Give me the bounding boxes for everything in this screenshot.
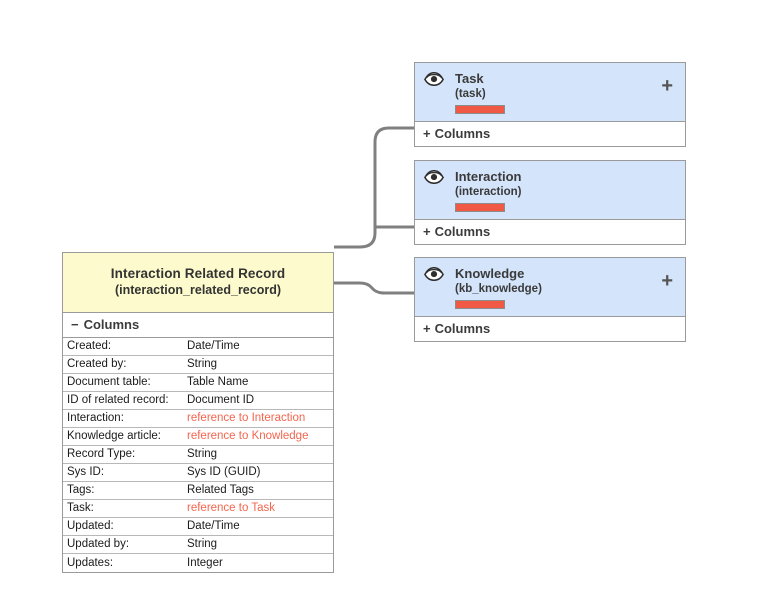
- column-type: Integer: [187, 556, 223, 569]
- card-subtitle: (kb_knowledge): [455, 283, 542, 295]
- column-type: Table Name: [187, 376, 249, 388]
- column-name: ID of related record:: [67, 394, 169, 406]
- column-type-reference[interactable]: reference to Task: [187, 502, 276, 514]
- load-bar: [455, 300, 505, 309]
- entity-card-interaction[interactable]: Interaction (interaction) +Columns: [414, 160, 686, 245]
- plus-icon: +: [423, 126, 431, 141]
- card-body: Interaction (interaction): [415, 161, 685, 219]
- card-title: Interaction: [455, 169, 522, 184]
- column-type: String: [187, 358, 218, 370]
- table-row[interactable]: Sys ID: Sys ID (GUID): [63, 464, 333, 482]
- card-subtitle: (task): [455, 88, 486, 100]
- column-name: Updated by:: [67, 538, 130, 550]
- column-type: Related Tags: [187, 484, 254, 496]
- connector-to-knowledge: [334, 281, 414, 295]
- column-name: Updated:: [67, 520, 114, 532]
- columns-collapse-toggle[interactable]: −Columns: [63, 313, 333, 338]
- column-type-reference[interactable]: reference to Knowledge: [187, 430, 309, 442]
- column-name: Knowledge article:: [67, 430, 161, 442]
- load-bar-fill: [456, 301, 504, 308]
- entity-card-knowledge[interactable]: Knowledge(kb_knowledge)++Columns: [414, 257, 686, 342]
- column-type: Date/Time: [187, 520, 240, 532]
- entity-title: Interaction Related Record: [110, 266, 286, 281]
- column-name: Created:: [67, 340, 112, 352]
- table-row[interactable]: Document table: Table Name: [63, 374, 333, 392]
- card-title: Task: [455, 71, 484, 86]
- expand-columns-label: Columns: [434, 126, 491, 141]
- column-name: Record Type:: [67, 448, 136, 460]
- column-name: Document table:: [67, 376, 151, 388]
- load-bar-fill: [456, 204, 504, 211]
- columns-toggle-label: Columns: [83, 317, 140, 332]
- column-name: Updates:: [67, 556, 114, 569]
- column-type-reference[interactable]: reference to Interaction: [187, 412, 306, 424]
- card-subtitle: (interaction): [455, 186, 522, 198]
- column-name: Interaction:: [67, 412, 124, 424]
- card-title: Knowledge: [455, 266, 525, 281]
- entity-header: Interaction Related Record (interaction_…: [63, 253, 333, 313]
- column-name: Task:: [67, 502, 94, 514]
- table-row[interactable]: Updated: Date/Time: [63, 518, 333, 536]
- entity-card-task[interactable]: Task(task)++Columns: [414, 62, 686, 147]
- load-bar-fill: [456, 106, 504, 113]
- table-row[interactable]: Interaction: reference to Interaction: [63, 410, 333, 428]
- table-row[interactable]: Created: Date/Time: [63, 338, 333, 356]
- table-row[interactable]: Knowledge article: reference to Knowledge: [63, 428, 333, 446]
- column-type: Document ID: [187, 394, 255, 406]
- column-type: String: [187, 448, 218, 460]
- expand-columns-toggle[interactable]: +Columns: [415, 316, 685, 341]
- column-type: Date/Time: [187, 340, 240, 352]
- expand-columns-toggle[interactable]: +Columns: [415, 121, 685, 146]
- expand-columns-toggle[interactable]: +Columns: [415, 219, 685, 244]
- card-body: Task (task) +: [415, 63, 685, 121]
- card-text-block: Knowledge (kb_knowledge): [455, 266, 677, 309]
- add-button[interactable]: +: [661, 75, 673, 97]
- table-row[interactable]: Created by: String: [63, 356, 333, 374]
- column-type: Sys ID (GUID): [187, 466, 261, 478]
- connector-to-task: [334, 126, 414, 249]
- table-row[interactable]: Task: reference to Task: [63, 500, 333, 518]
- card-body: Knowledge (kb_knowledge) +: [415, 258, 685, 316]
- table-row[interactable]: Record Type: String: [63, 446, 333, 464]
- entity-table-interaction-related-record[interactable]: Interaction Related Record (interaction_…: [62, 252, 334, 573]
- add-button[interactable]: +: [661, 270, 673, 292]
- load-bar: [455, 203, 505, 212]
- column-type: String: [187, 538, 218, 550]
- column-name: Created by:: [67, 358, 127, 370]
- expand-columns-label: Columns: [434, 224, 491, 239]
- minus-icon: −: [71, 317, 79, 332]
- eye-icon[interactable]: [424, 267, 444, 281]
- expand-columns-label: Columns: [434, 321, 491, 336]
- eye-icon[interactable]: [424, 72, 444, 86]
- table-row[interactable]: Updated by: String: [63, 536, 333, 554]
- column-name: Sys ID:: [67, 466, 105, 478]
- plus-icon: +: [423, 224, 431, 239]
- plus-icon: +: [423, 321, 431, 336]
- table-row[interactable]: Tags: Related Tags: [63, 482, 333, 500]
- eye-icon[interactable]: [424, 170, 444, 184]
- load-bar: [455, 105, 505, 114]
- card-text-block: Task (task): [455, 71, 677, 114]
- entity-subtitle: (interaction_related_record): [114, 283, 282, 297]
- card-text-block: Interaction (interaction): [455, 169, 677, 212]
- table-row[interactable]: ID of related record: Document ID: [63, 392, 333, 410]
- column-name: Tags:: [67, 484, 95, 496]
- table-row[interactable]: Updates: Integer: [63, 554, 333, 572]
